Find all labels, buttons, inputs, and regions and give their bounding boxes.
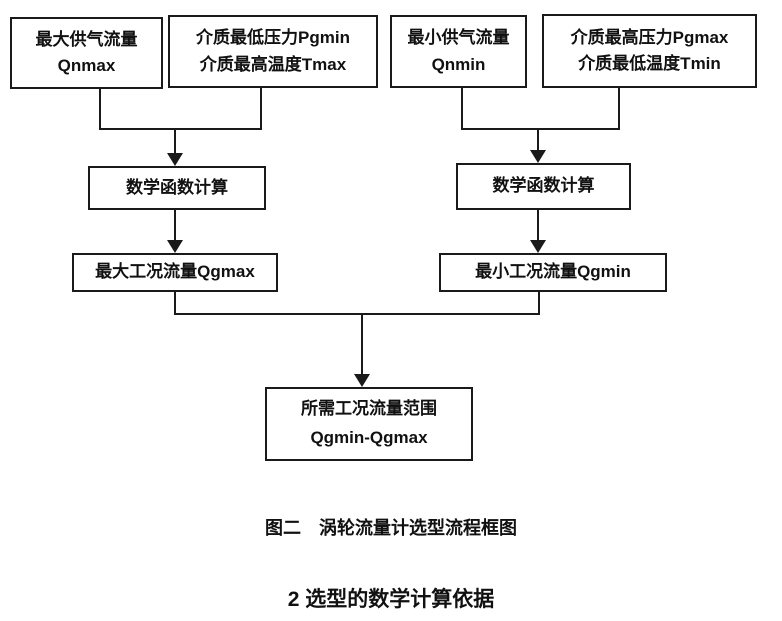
connector-right-to-calc: [537, 128, 539, 152]
flow-box-label: 介质最高温度Tmax: [199, 54, 347, 74]
flow-box-symbol: Qgmin-Qgmax: [310, 428, 428, 447]
flow-box-label: 最小工况流量Qgmin: [475, 262, 631, 282]
flow-box-label: 介质最高压力Pgmax: [570, 27, 729, 47]
flow-box-symbol: Qnmin: [431, 54, 486, 74]
connector-qgmin-down: [538, 292, 540, 315]
arrow-down-icon: [530, 150, 546, 163]
connector-merge-to-range: [361, 313, 363, 375]
connector-qnmax-down: [99, 89, 101, 129]
flow-box-max-working-flow: 最大工况流量Qgmax: [72, 253, 278, 292]
arrow-down-icon: [167, 153, 183, 166]
flow-box-label: 介质最低温度Tmin: [578, 54, 721, 73]
flow-box-symbol: Qnmax: [57, 56, 116, 75]
flow-box-label: 数学函数计算: [126, 177, 228, 197]
flow-box-label: 数学函数计算: [492, 176, 595, 196]
flow-box-label: 所需工况流量范围: [301, 399, 437, 419]
flow-box-min-working-flow: 最小工况流量Qgmin: [439, 253, 667, 292]
connector-right-merge-horizontal: [461, 128, 620, 130]
flow-box-label: 最大供气流量: [35, 29, 138, 49]
flow-box-min-pressure-max-temp: 介质最低压力Pgmin 介质最高温度Tmax: [168, 15, 378, 88]
figure-caption: 图二 涡轮流量计选型流程框图: [265, 518, 517, 538]
flow-box-label: 最小供气流量: [407, 28, 510, 48]
connector-calc-right-to-qgmin: [537, 210, 539, 241]
connector-qnmin-down: [461, 88, 463, 129]
connector-left-to-calc: [174, 128, 176, 155]
flow-box-math-function-calc-right: 数学函数计算: [456, 163, 631, 210]
arrow-down-icon: [167, 240, 183, 253]
flow-box-label: 介质最低压力Pgmin: [196, 28, 350, 48]
arrow-down-icon: [530, 240, 546, 253]
arrow-down-icon: [354, 374, 370, 387]
flow-box-required-flow-range: 所需工况流量范围 Qgmin-Qgmax: [265, 387, 473, 461]
section-heading: 2 选型的数学计算依据: [287, 588, 495, 611]
connector-pgmin-down: [260, 88, 262, 129]
flow-box-max-pressure-min-temp: 介质最高压力Pgmax 介质最低温度Tmin: [542, 14, 757, 88]
flow-box-math-function-calc-left: 数学函数计算: [88, 166, 266, 210]
connector-calc-left-to-qgmax: [174, 210, 176, 241]
connector-pgmax-down: [618, 88, 620, 129]
flow-box-min-supply-flow: 最小供气流量 Qnmin: [390, 15, 527, 88]
connector-qgmax-down: [174, 292, 176, 315]
flow-box-max-supply-flow: 最大供气流量 Qnmax: [10, 17, 163, 89]
connector-final-merge-horizontal: [174, 313, 540, 315]
connector-left-merge-horizontal: [99, 128, 262, 130]
flow-box-label: 最大工况流量Qgmax: [95, 262, 255, 282]
